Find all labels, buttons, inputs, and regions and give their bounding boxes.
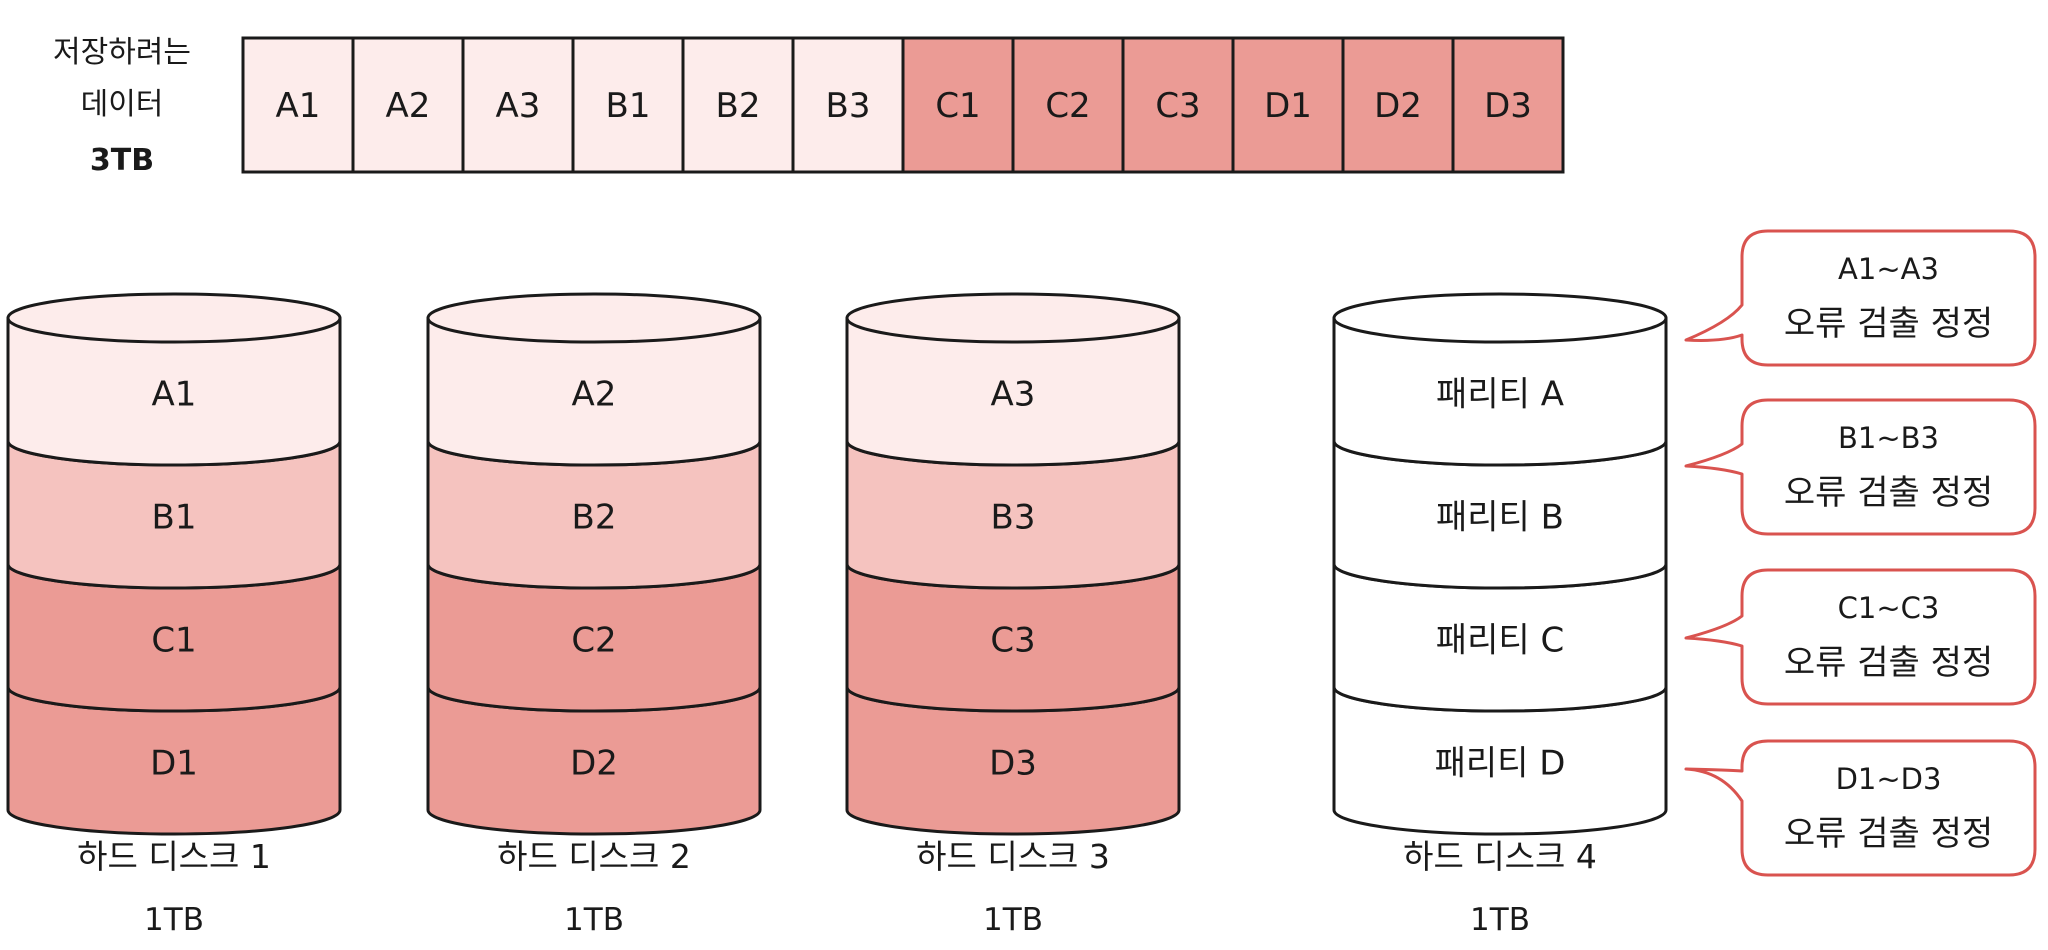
callout-text: 오류 검출 정정 [1784, 814, 1993, 854]
segment-label: B2 [572, 498, 617, 538]
disk-segment-a1: A1 [6, 292, 342, 467]
disk-segment-a2: A2 [426, 292, 762, 467]
segment-label: 패리티 C [1436, 621, 1564, 661]
segment-body [845, 685, 1181, 836]
segment-body [6, 316, 342, 467]
segment-body [426, 316, 762, 467]
callout-range: D1~D3 [1836, 762, 1942, 796]
segment-label: B1 [152, 498, 197, 538]
callout-range: B1~B3 [1838, 421, 1939, 455]
segment-body [1332, 685, 1668, 836]
segment-body [6, 439, 342, 590]
data-label-group: 저장하려는 데이터 3TB [53, 35, 191, 178]
data-block-label: A3 [496, 86, 541, 126]
segment-body [845, 316, 1181, 467]
segment-label: 패리티 B [1436, 498, 1564, 538]
hard-disk-2: D2 C2 B2 A2 하드 디스크 2 1TB [426, 292, 762, 938]
data-block-d1 [1231, 36, 1345, 174]
disk-capacity: 1TB [564, 902, 624, 938]
data-block-a3 [461, 36, 575, 174]
segment-label: D3 [989, 744, 1037, 784]
segment-top [1332, 292, 1668, 344]
data-block-a1 [241, 36, 355, 174]
data-block-label: D3 [1484, 86, 1532, 126]
callout-b1-b3: B1~B3 오류 검출 정정 [1684, 398, 2037, 536]
segment-top [845, 292, 1181, 344]
callout-range: A1~A3 [1838, 252, 1939, 286]
hard-disk-4: 패리티 D 패리티 C 패리티 B 패리티 A 하드 디스크 4 1TB [1332, 292, 1668, 938]
data-size-label: 3TB [90, 143, 154, 178]
data-block-c3 [1121, 36, 1235, 174]
segment-label: A1 [152, 375, 197, 415]
data-label-line-1: 저장하려는 [53, 35, 191, 70]
data-block-strip: A1 A2 A3 B1 B2 B3 C1 C2 C3 D1 D2 D3 [241, 36, 1565, 174]
callout-text: 오류 검출 정정 [1784, 643, 1993, 683]
data-block-label: B1 [606, 86, 651, 126]
segment-label: D2 [570, 744, 618, 784]
disk-name: 하드 디스크 3 [916, 837, 1110, 876]
data-block-label: B2 [716, 86, 761, 126]
segment-body [845, 562, 1181, 713]
data-block-c2 [1011, 36, 1125, 174]
data-block-label: C2 [1045, 86, 1090, 126]
segment-label: C1 [151, 621, 196, 661]
data-block-b3 [791, 36, 905, 174]
disk-capacity: 1TB [983, 902, 1043, 938]
segment-label: 패리티 D [1435, 744, 1566, 784]
callout-bubble [1684, 568, 2037, 706]
data-block-label: D1 [1264, 86, 1312, 126]
segment-label: 패리티 A [1436, 375, 1564, 415]
callout-bubble [1684, 229, 2037, 367]
disk-capacity: 1TB [1470, 902, 1530, 938]
data-block-a2 [351, 36, 465, 174]
hard-disk-3: D3 C3 B3 A3 하드 디스크 3 1TB [845, 292, 1181, 938]
segment-body [6, 562, 342, 713]
segment-label: D1 [150, 744, 198, 784]
data-block-c1 [901, 36, 1015, 174]
disk-segment-a: 패리티 A [1332, 292, 1668, 467]
disk-segment-a3: A3 [845, 292, 1181, 467]
hard-disk-1: D1 C1 B1 A1 하드 디스크 1 1TB [6, 292, 342, 938]
segment-label: A3 [991, 375, 1036, 415]
callout-bubble [1684, 398, 2037, 536]
data-block-label: A1 [276, 86, 321, 126]
callout-text: 오류 검출 정정 [1784, 304, 1993, 344]
segment-label: B3 [991, 498, 1036, 538]
data-block-label: B3 [826, 86, 871, 126]
segment-label: C2 [571, 621, 616, 661]
segment-body [426, 562, 762, 713]
disk-name: 하드 디스크 4 [1403, 837, 1597, 876]
disk-name: 하드 디스크 1 [77, 837, 271, 876]
data-block-d3 [1451, 36, 1565, 174]
segment-body [1332, 316, 1668, 467]
segment-top [426, 292, 762, 344]
segment-body [845, 439, 1181, 590]
data-block-label: A2 [386, 86, 431, 126]
segment-label: C3 [990, 621, 1035, 661]
callout-text: 오류 검출 정정 [1784, 473, 1993, 513]
segment-top [6, 292, 342, 344]
segment-body [426, 439, 762, 590]
segment-body [426, 685, 762, 836]
data-block-label: D2 [1374, 86, 1422, 126]
disk-capacity: 1TB [144, 902, 204, 938]
data-block-label: C1 [935, 86, 980, 126]
data-block-label: C3 [1155, 86, 1200, 126]
data-block-b2 [681, 36, 795, 174]
segment-label: A2 [572, 375, 617, 415]
segment-body [1332, 439, 1668, 590]
callout-bubble [1684, 739, 2037, 877]
callout-c1-c3: C1~C3 오류 검출 정정 [1684, 568, 2037, 706]
segment-body [1332, 562, 1668, 713]
disk-name: 하드 디스크 2 [497, 837, 691, 876]
callout-d1-d3: D1~D3 오류 검출 정정 [1684, 739, 2037, 877]
data-label-line-2: 데이터 [81, 87, 164, 122]
segment-body [6, 685, 342, 836]
callout-a1-a3: A1~A3 오류 검출 정정 [1684, 229, 2037, 367]
callout-range: C1~C3 [1838, 591, 1940, 625]
